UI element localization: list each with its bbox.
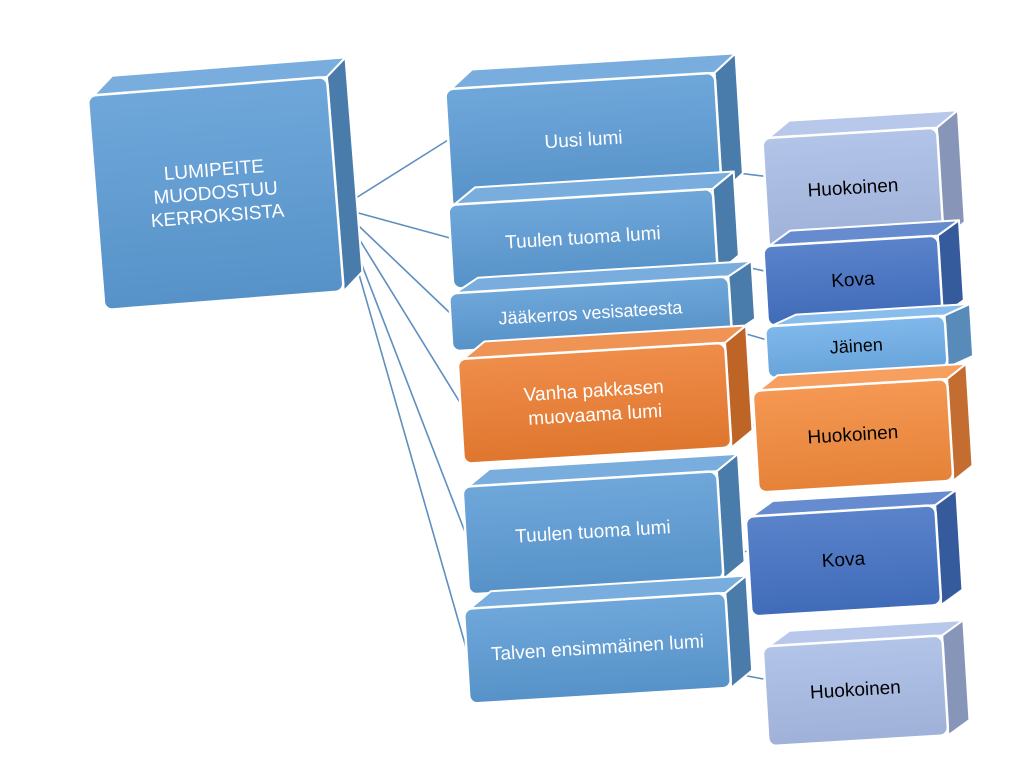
root-to-new-snow-connector — [339, 139, 449, 209]
property-box-new-snow: Huokoinen — [761, 104, 972, 256]
layer-box-first-snow: Talven ensimmäinen lumi — [463, 569, 760, 709]
root-box: LUMIPEITE MUODOSTUU KERROKSISTA — [86, 51, 370, 316]
property-box-first-snow: Huokoinen — [761, 614, 976, 752]
property-box-old-snow: Huokoinen — [751, 357, 979, 498]
layer-box-new-snow: Uusi lumi — [444, 47, 751, 215]
layer-label-first-snow: Talven ensimmäinen lumi — [490, 631, 705, 666]
root-label: LUMIPEITE MUODOSTUU KERROKSISTA — [150, 155, 286, 233]
box-front-face — [751, 378, 955, 494]
property-box-wind-snow-upper: Kova — [762, 214, 971, 332]
box-front-face — [744, 504, 943, 618]
box-front-face — [761, 634, 950, 748]
property-label-old-snow: Huokoinen — [806, 422, 899, 449]
box-front-face — [87, 76, 345, 311]
layer-box-wind-snow-upper: Tuulen tuoma lumi — [447, 165, 746, 295]
property-label-wind-snow-lower: Kova — [821, 548, 866, 573]
box-front-face — [456, 341, 733, 465]
layer-label-old-snow: Vanha pakkasen muovaama lumi — [523, 376, 665, 430]
property-box-wind-snow-lower: Kova — [744, 483, 969, 622]
box-front-face — [463, 592, 732, 705]
layer-box-old-snow: Vanha pakkasen muovaama lumi — [456, 319, 760, 470]
root-to-first-snow-connector — [339, 207, 467, 648]
layer-box-wind-snow-lower: Tuulen tuoma lumi — [461, 447, 752, 600]
property-box-ice-layer: Jäinen — [764, 298, 980, 385]
property-label-first-snow: Huokoinen — [809, 677, 902, 705]
